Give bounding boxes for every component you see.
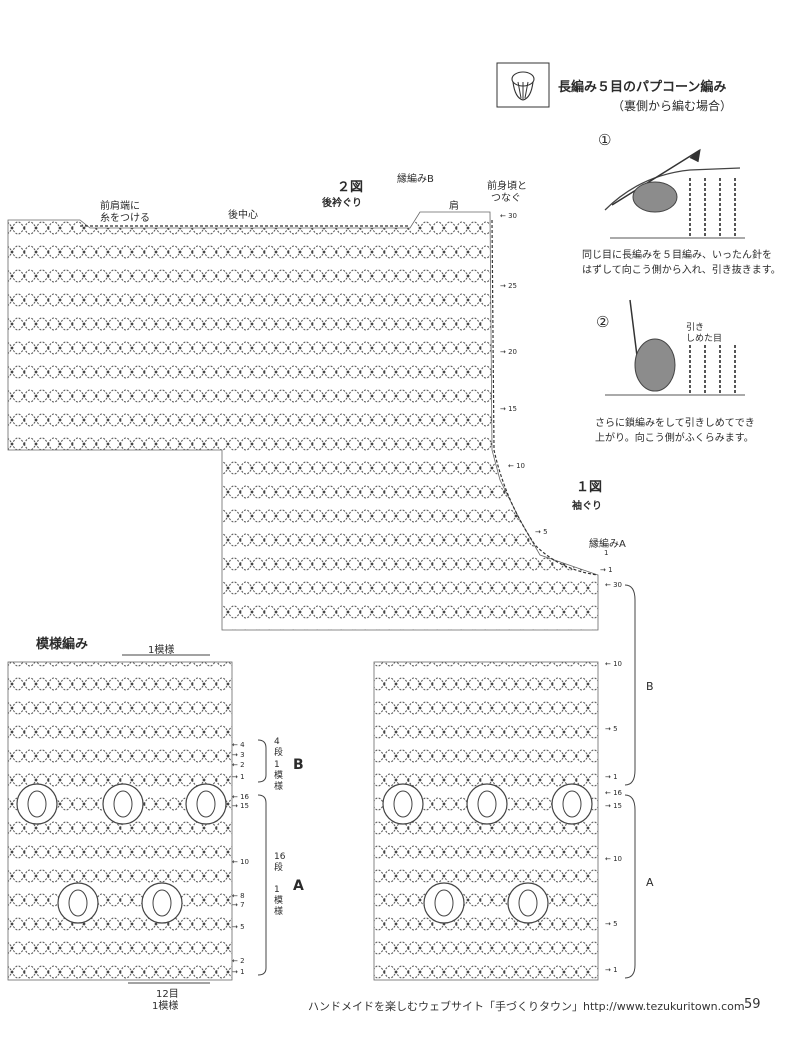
fig1-top-1: 1 [604,549,609,557]
pattern-row-4: ← 4 [232,741,245,749]
fig2-front-join-2: つなぐ [491,193,521,204]
fig2-edge-b: 縁編みB [397,174,434,185]
pattern-row-8: ← 8 [232,892,245,900]
fig1-bracket-a [624,794,636,979]
pattern-bottom-label-1: 12目 [156,989,179,1000]
step1-illustration [604,148,745,239]
fig1-section-a: A [646,876,654,889]
fig2-row-25: → 25 [500,282,518,290]
page-number: 59 [744,997,761,1012]
pattern-row-1: → 1 [232,773,245,781]
pattern-row-1b: → 1 [232,968,245,976]
pattern-b-letter: B [293,757,304,773]
fig2-row-15: → 15 [500,405,518,413]
fig2-front-join-1: 前身頃と [487,181,527,192]
fig1-row-30: ← 30 [605,581,623,589]
fig2-neck-edge [491,219,599,576]
popcorn-marks-left [16,783,227,924]
popcorn-icon-box [496,62,550,108]
footer-text: ハンドメイドを楽しむウェブサイト「手づくりタウン」http://www.tezu… [308,1000,745,1013]
fig1-title: １図 [576,480,603,495]
pattern-b-rows: 4段 [274,737,284,758]
pattern-bracket-b [257,739,267,783]
fig1-row-16: ← 16 [605,789,623,797]
page-title: 長編み５目のパプコーン編み [558,80,727,95]
popcorn-marks-right [382,783,593,924]
fig1-row-5b: → 5 [605,920,618,928]
step1-number: ① [598,131,612,149]
fig1-bracket-b [624,584,636,786]
fig2-shoulder: 肩 [449,201,459,212]
step2-text-1: さらに鎖編みをして引きしめてでき [595,418,755,429]
fig1-row-1b: → 1 [605,966,618,974]
fig2-row-10: ← 10 [508,462,526,470]
pattern-b-repeat: 1模様 [274,760,284,792]
fig2-title: ２図 [337,180,364,195]
step2-illustration [605,299,745,396]
fig1-subtitle: 袖ぐり [572,501,602,512]
pattern-row-7: → 7 [232,901,245,909]
step2-callout-1: 引き [686,323,705,333]
fig2-front-shoulder-2: 糸をつける [100,213,150,224]
fig2-mesh [7,211,599,631]
pattern-row-10: ← 10 [232,858,250,866]
fig1-row-1: → 1 [605,773,618,781]
pattern-bottom-label-2: 1模様 [152,1001,179,1012]
fig1-row-15: → 15 [605,802,623,810]
fig1-row-5: → 5 [605,725,618,733]
fig2-subtitle: 後衿ぐり [322,198,362,209]
pattern-a-repeat: 1模様 [274,885,284,917]
step2-callout-2: しめた目 [686,334,723,344]
fig2-row-30: ← 30 [500,212,518,220]
step1-text-2: はずして向こう側から入れ、引き抜きます。 [582,265,781,276]
fig1-row-10: ← 10 [605,660,623,668]
fig1-row-10b: ← 10 [605,855,623,863]
pattern-bracket-a [257,794,267,976]
fig2-front-shoulder-1: 前肩端に [100,201,140,212]
pattern-row-2: ← 2 [232,957,245,965]
page-subtitle: （裏側から編む場合） [612,99,733,113]
step1-text-1: 同じ目に長編みを５目編み、いったん針を [582,250,772,261]
pattern-a-letter: A [293,878,304,894]
fig1-edge-a: 縁編みA [589,539,626,550]
pattern-a-rows: 16段 [274,852,286,873]
popcorn-stitch-icon [511,71,535,101]
pattern-repeat-label: 1模様 [148,645,175,656]
step2-text-2: 上がり。向こう側がふくらみます。 [595,433,754,444]
pattern-row-5: → 5 [232,923,245,931]
fig2-row-1: → 1 [600,566,613,574]
fig1-section-b: B [646,680,654,693]
pattern-row-15: → 15 [232,802,250,810]
pattern-row-16: ← 16 [232,793,250,801]
fig2-row-5: → 5 [535,528,548,536]
pattern-row-3: → 3 [232,751,245,759]
pattern-title: 模様編み [36,637,89,652]
step2-number: ② [596,313,610,331]
pattern-row-2: ← 2 [232,761,245,769]
fig2-back-center: 後中心 [228,210,258,221]
fig2-row-20: → 20 [500,348,518,356]
